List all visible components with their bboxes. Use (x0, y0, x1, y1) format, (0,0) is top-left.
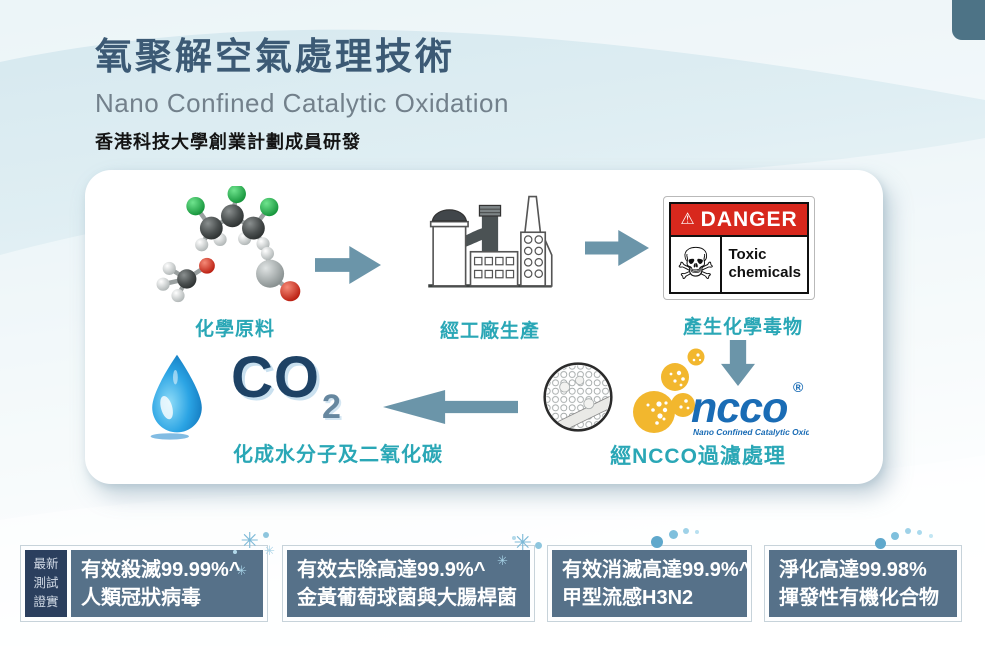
claim-badge-influenza: 有效消滅高達99.9%^ 甲型流感H3N2 (547, 528, 752, 622)
danger-sign: ⚠ DANGER ☠ Toxic chemicals (663, 196, 815, 300)
ncco-brand-text: ncco (691, 384, 787, 432)
page-tagline: 香港科技大學創業計劃成員研發 (95, 132, 361, 152)
ncco-logo: ncco ® Nano Confined Catalytic Oxidizer (633, 348, 809, 437)
co2-formula: CO2 (231, 345, 342, 426)
warning-triangle-icon: ⚠ (680, 210, 695, 228)
page-subtitle: Nano Confined Catalytic Oxidation (95, 88, 509, 118)
label-ncco-filter: 經NCCO過濾處理 (610, 445, 786, 468)
molecules-illustration (156, 186, 301, 303)
ncco-logo-tagline: Nano Confined Catalytic Oxidizer (693, 427, 809, 437)
badge-text: 有效去除高達99.9%^ 金黃葡萄球菌與大腸桿菌 (287, 550, 530, 617)
claim-badge-coronavirus: 最新 測試 證實 有效殺滅99.99%^ 人類冠狀病毒 ✳ ✳ ✳ (20, 530, 275, 622)
process-diagram-card: 化學原料 (85, 170, 883, 484)
registered-mark: ® (793, 379, 804, 395)
label-raw-materials: 化學原料 (194, 319, 275, 340)
water-droplet-illustration (150, 354, 202, 440)
claim-badge-voc: 淨化高達99.98% 揮發性有機化合物 (764, 528, 962, 622)
corner-accent (952, 0, 985, 40)
page-title: 氧聚解空氣處理技術 (95, 36, 455, 77)
arrow-right-icon (585, 230, 649, 266)
toxic-chemicals-text: Toxic chemicals (728, 246, 801, 281)
label-co2-water: 化成水分子及二氧化碳 (233, 444, 443, 466)
badge-tag-latest-test: 最新 測試 證實 (25, 550, 67, 617)
label-factory: 經工廠生產 (439, 321, 540, 342)
skull-crossbones-icon: ☠ (671, 237, 723, 292)
badge-text: 淨化高達99.98% 揮發性有機化合物 (769, 550, 957, 617)
label-toxic: 產生化學毒物 (682, 317, 803, 338)
arrow-left-icon (383, 390, 518, 424)
header: 氧聚解空氣處理技術 Nano Confined Catalytic Oxidat… (95, 26, 509, 154)
factory-illustration (428, 195, 553, 288)
claim-badge-bacteria: 有效去除高達99.9%^ 金黃葡萄球菌與大腸桿菌 ✳ ✳ (282, 532, 542, 622)
badge-text: 有效殺滅99.99%^ 人類冠狀病毒 (71, 550, 263, 617)
ncco-filter-disc (543, 362, 613, 432)
danger-title: DANGER (700, 207, 798, 231)
badge-text: 有效消滅高達99.9%^ 甲型流感H3N2 (552, 550, 747, 617)
